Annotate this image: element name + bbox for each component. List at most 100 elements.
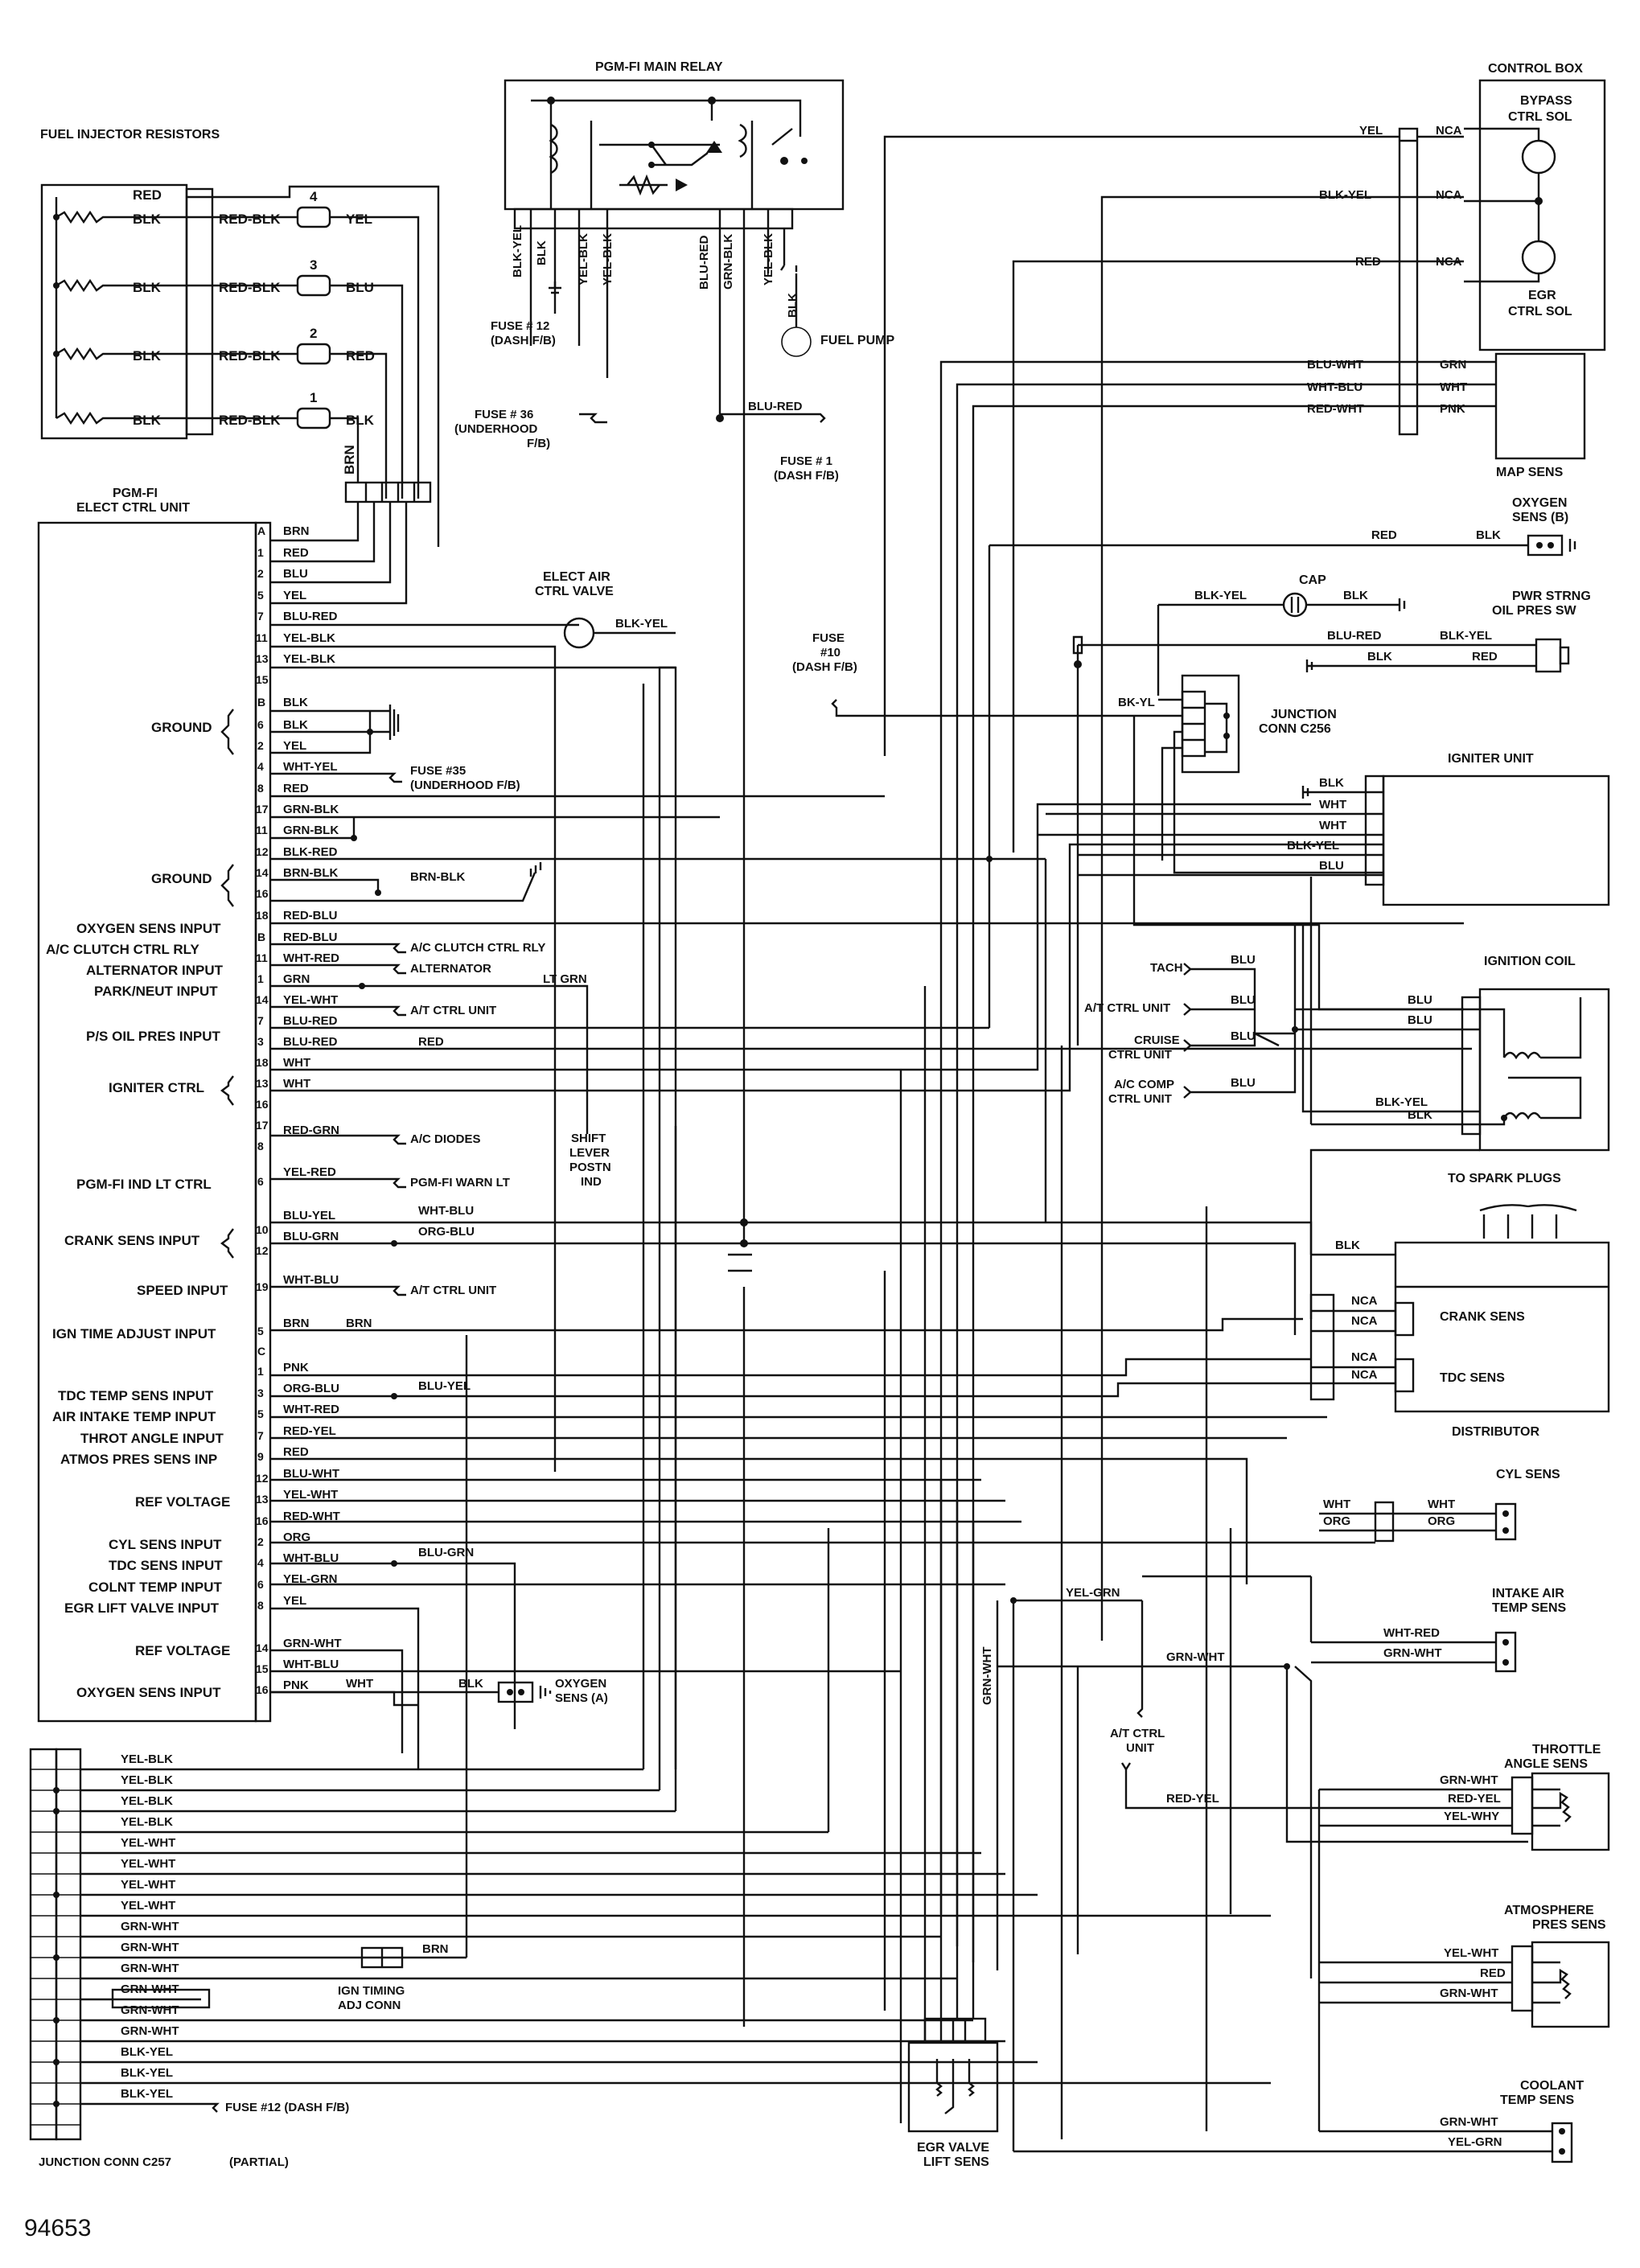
svg-text:CTRL SOL: CTRL SOL xyxy=(1508,110,1572,124)
svg-text:YEL-GRN: YEL-GRN xyxy=(1066,1586,1120,1600)
svg-text:FUSE # 12: FUSE # 12 xyxy=(491,319,549,333)
svg-text:PWR STRNG: PWR STRNG xyxy=(1512,590,1591,603)
spark-plugs-label: TO SPARK PLUGS xyxy=(1448,1172,1561,1185)
svg-text:YEL-WHY: YEL-WHY xyxy=(1444,1810,1499,1823)
svg-text:WHT-RED: WHT-RED xyxy=(283,951,339,965)
svg-text:6: 6 xyxy=(257,1175,264,1188)
svg-text:17: 17 xyxy=(256,803,269,816)
dest-warn-lt: PGM-FI WARN LT xyxy=(410,1176,510,1189)
svg-text:4: 4 xyxy=(257,1556,264,1569)
svg-text:9: 9 xyxy=(257,1450,264,1463)
svg-text:CAP: CAP xyxy=(1299,573,1326,587)
svg-text:BLK: BLK xyxy=(1408,1108,1432,1122)
svg-text:WHT: WHT xyxy=(283,1056,310,1070)
svg-text:BRN: BRN xyxy=(283,1317,310,1330)
svg-text:ORG-BLU: ORG-BLU xyxy=(283,1382,339,1395)
ecu-speed-input: SPEED INPUT xyxy=(137,1283,228,1298)
svg-text:BLK-YEL: BLK-YEL xyxy=(1319,188,1371,202)
svg-text:BLK-YEL: BLK-YEL xyxy=(121,2066,173,2080)
svg-text:GRN-WHT: GRN-WHT xyxy=(121,2024,179,2038)
svg-text:3: 3 xyxy=(257,1387,264,1399)
svg-text:4: 4 xyxy=(310,189,318,204)
svg-text:BRN-BLK: BRN-BLK xyxy=(410,870,465,884)
svg-text:GRN-WHT: GRN-WHT xyxy=(121,1920,179,1933)
svg-text:WHT: WHT xyxy=(1319,798,1346,811)
svg-text:BLU-RED: BLU-RED xyxy=(1327,629,1382,643)
svg-text:YEL: YEL xyxy=(283,739,306,753)
svg-text:GRN-BLK: GRN-BLK xyxy=(721,234,735,290)
svg-text:BLK-YEL: BLK-YEL xyxy=(1194,589,1247,602)
svg-text:GRN-WHT: GRN-WHT xyxy=(121,2003,179,2017)
svg-text:WHT-BLU: WHT-BLU xyxy=(283,1273,339,1287)
svg-text:12: 12 xyxy=(256,1472,269,1485)
svg-text:BLU-YEL: BLU-YEL xyxy=(283,1209,335,1222)
ecu-ground-2: GROUND xyxy=(151,871,212,886)
svg-text:IND: IND xyxy=(581,1175,602,1189)
svg-text:3: 3 xyxy=(257,1035,264,1048)
svg-text:ORG-BLU: ORG-BLU xyxy=(418,1225,475,1239)
svg-text:2: 2 xyxy=(257,1535,264,1548)
svg-text:RED-BLK: RED-BLK xyxy=(219,212,281,227)
injector-resistors: FUEL INJECTOR RESISTORS RED BLK BLK BLK … xyxy=(40,128,440,547)
coil-title: IGNITION COIL xyxy=(1484,955,1576,968)
svg-text:YEL: YEL xyxy=(1359,124,1383,138)
igniter-title: IGNITER UNIT xyxy=(1448,752,1534,766)
svg-text:YEL-BLK: YEL-BLK xyxy=(121,1815,173,1829)
svg-text:BLU-RED: BLU-RED xyxy=(748,400,803,413)
svg-text:RED-GRN: RED-GRN xyxy=(283,1124,339,1137)
svg-text:RED-BLK: RED-BLK xyxy=(219,413,281,428)
figure-number: 94653 xyxy=(24,2215,91,2241)
svg-text:POSTN: POSTN xyxy=(569,1161,611,1174)
svg-text:A/C CLUTCH CTRL RLY: A/C CLUTCH CTRL RLY xyxy=(410,941,545,955)
svg-text:BLK: BLK xyxy=(346,413,375,428)
svg-text:UNIT: UNIT xyxy=(1126,1741,1154,1755)
svg-text:12: 12 xyxy=(256,1244,269,1257)
svg-text:YEL-BLK: YEL-BLK xyxy=(121,1752,173,1766)
dest-ac-diodes: A/C DIODES xyxy=(410,1132,481,1146)
svg-text:YEL-BLK: YEL-BLK xyxy=(121,1773,173,1787)
svg-text:#10: #10 xyxy=(820,646,841,659)
svg-text:YEL: YEL xyxy=(283,589,306,602)
ecu-tdc-temp: TDC TEMP SENS INPUT xyxy=(58,1388,214,1403)
svg-text:WHT-RED: WHT-RED xyxy=(1383,1626,1440,1640)
svg-text:B: B xyxy=(257,696,265,709)
svg-text:RED-YEL: RED-YEL xyxy=(283,1424,336,1438)
ecu-ps-input: P/S OIL PRES INPUT xyxy=(86,1029,221,1044)
svg-text:4: 4 xyxy=(257,760,264,773)
ecu-ind-lt: PGM-FI IND LT CTRL xyxy=(76,1177,212,1192)
svg-text:WHT: WHT xyxy=(283,1077,310,1091)
svg-text:WHT: WHT xyxy=(346,1677,373,1691)
svg-text:BLK: BLK xyxy=(1343,589,1368,602)
svg-text:GRN-WHT: GRN-WHT xyxy=(1440,1987,1498,2000)
svg-text:RED: RED xyxy=(283,1445,309,1459)
svg-text:GRN-BLK: GRN-BLK xyxy=(283,824,339,837)
svg-text:OIL PRES SW: OIL PRES SW xyxy=(1492,604,1577,618)
svg-text:CTRL UNIT: CTRL UNIT xyxy=(1108,1092,1172,1106)
svg-text:A/C COMP: A/C COMP xyxy=(1114,1078,1174,1091)
svg-text:BRN: BRN xyxy=(342,445,357,475)
svg-text:8: 8 xyxy=(257,1599,264,1612)
egr-lift-sens: EGR VALVE LIFT SENS xyxy=(907,1480,999,2169)
svg-text:THROTTLE: THROTTLE xyxy=(1532,1743,1601,1756)
ecu-ign-adj: IGN TIME ADJUST INPUT xyxy=(52,1326,216,1341)
svg-text:BLK-YEL: BLK-YEL xyxy=(1440,629,1492,643)
svg-text:TEMP SENS: TEMP SENS xyxy=(1500,2093,1575,2107)
svg-text:ELECT CTRL UNIT: ELECT CTRL UNIT xyxy=(76,501,190,515)
svg-text:YEL-BLK: YEL-BLK xyxy=(577,233,590,286)
ecu-coolant-input: COLNT TEMP INPUT xyxy=(88,1580,223,1595)
svg-text:RED-BLK: RED-BLK xyxy=(219,280,281,295)
svg-text:CONN C256: CONN C256 xyxy=(1259,722,1331,736)
svg-text:YEL-RED: YEL-RED xyxy=(283,1165,336,1179)
svg-text:WHT-BLU: WHT-BLU xyxy=(283,1658,339,1671)
svg-text:JUNCTION: JUNCTION xyxy=(1271,708,1337,721)
main-relay-title: PGM-FI MAIN RELAY xyxy=(595,60,723,74)
svg-text:GRN-WHT: GRN-WHT xyxy=(121,1962,179,1975)
svg-text:RED: RED xyxy=(1472,650,1498,664)
fuel-pump-label: FUEL PUMP xyxy=(820,334,894,347)
svg-text:BLK: BLK xyxy=(133,413,162,428)
svg-text:7: 7 xyxy=(257,610,264,622)
svg-text:(UNDERHOOD: (UNDERHOOD xyxy=(454,422,537,436)
ecu-igniter-ctrl: IGNITER CTRL xyxy=(109,1080,204,1095)
